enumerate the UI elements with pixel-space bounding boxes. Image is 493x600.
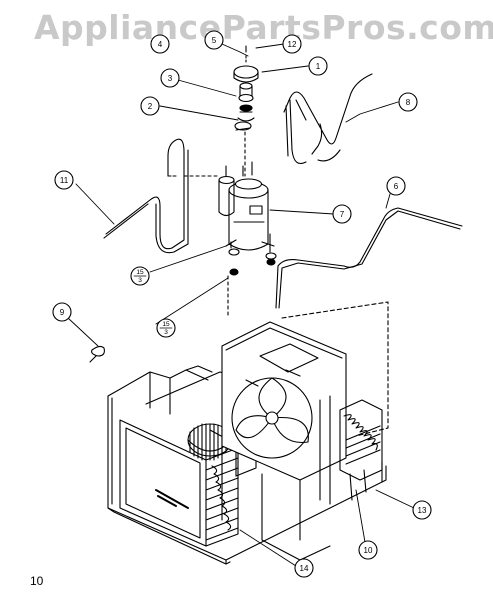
valve-assembly <box>233 45 259 177</box>
callout-circle-5 <box>204 30 224 50</box>
condenser-coil <box>319 395 383 505</box>
callout-circle-11 <box>54 170 74 190</box>
suction-tube <box>105 138 185 250</box>
callout-circle-7 <box>332 204 352 224</box>
callout-circle-9 <box>52 302 72 322</box>
discharge-tube <box>283 73 373 155</box>
callout-circles <box>52 30 432 578</box>
callout-circle-6 <box>386 176 406 196</box>
callout-label-15a-sub: 3 <box>138 277 142 284</box>
callout-circle-8 <box>398 92 418 112</box>
callout-label-1: 1 <box>316 62 321 71</box>
callout-label-13: 13 <box>418 506 427 515</box>
callout-label-3: 3 <box>168 74 173 83</box>
leader-lines <box>67 43 415 567</box>
callout-circle-4 <box>150 34 170 54</box>
callout-label-15b-sub: 3 <box>164 329 168 336</box>
callout-label-11: 11 <box>60 176 69 185</box>
compressor <box>218 161 277 276</box>
callout-label-6: 6 <box>394 182 399 191</box>
evaporator-coil <box>119 419 239 547</box>
callout-circle-10 <box>358 540 378 560</box>
callout-label-5: 5 <box>212 36 217 45</box>
callout-label-14: 14 <box>300 564 309 573</box>
page-number: 10 <box>30 574 44 588</box>
callout-label-15a: 15 <box>136 269 144 276</box>
fan-shroud <box>221 321 347 561</box>
callout-label-15b: 15 <box>162 321 170 328</box>
callout-label-7: 7 <box>340 210 345 219</box>
capillary-tube <box>275 207 463 309</box>
callout-label-2: 2 <box>148 102 153 111</box>
callout-label-9: 9 <box>60 308 65 317</box>
watermark: AppliancePartsPros.com <box>34 8 493 47</box>
callout-label-10: 10 <box>364 546 373 555</box>
callout-label-8: 8 <box>406 98 411 107</box>
callout-circle-3 <box>160 68 180 88</box>
callout-label-12: 12 <box>288 40 297 49</box>
callout-label-4: 4 <box>158 40 163 49</box>
clip-part <box>89 345 105 363</box>
callout-circle-1 <box>308 56 328 76</box>
callout-circle-2 <box>140 96 160 116</box>
callout-circle-13 <box>412 500 432 520</box>
callout-circle-12 <box>282 34 302 54</box>
callout-circle-14 <box>294 558 314 578</box>
